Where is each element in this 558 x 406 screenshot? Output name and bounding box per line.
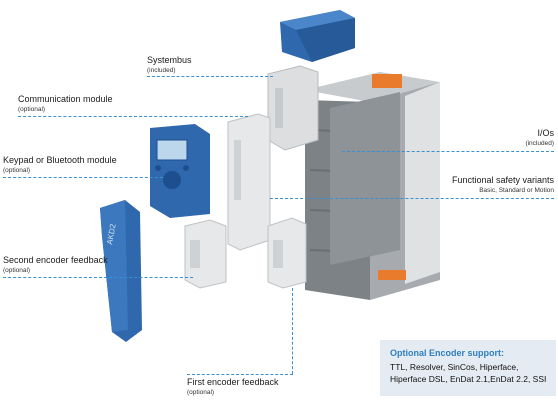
label-ios: I/Os <box>537 128 554 138</box>
label-functional-safety-note: Basic, Standard or Motion <box>479 187 554 194</box>
leader-keypad <box>3 177 163 178</box>
encoder-support-line-2: Hiperface DSL, EnDat 2.1,EnDat 2.2, SSI <box>390 374 547 384</box>
leader-first-encoder-vertical <box>292 288 293 374</box>
label-systembus: Systembus <box>147 55 192 65</box>
keypad-part <box>150 124 210 218</box>
label-communication-module: Communication module <box>18 94 113 104</box>
leader-functional-safety <box>270 198 554 199</box>
label-first-encoder-note: (optional) <box>187 389 215 396</box>
leader-systembus <box>147 76 273 77</box>
label-first-encoder: First encoder feedback <box>187 377 279 387</box>
label-keypad: Keypad or Bluetooth module <box>3 155 117 165</box>
label-second-encoder: Second encoder feedback <box>3 255 108 265</box>
leader-first-encoder <box>187 374 293 375</box>
systembus-board <box>267 65 319 151</box>
label-communication-module-note: (optional) <box>18 106 46 113</box>
label-keypad-note: (optional) <box>3 167 31 174</box>
top-blue-cover <box>280 10 355 62</box>
main-housing <box>305 72 440 300</box>
encoder-support-box: Optional Encoder support: TTL, Resolver,… <box>380 340 556 396</box>
leader-second-encoder <box>3 277 193 278</box>
leader-ios <box>342 151 554 152</box>
encoder-support-title: Optional Encoder support: <box>390 348 504 358</box>
encoder-support-line-1: TTL, Resolver, SinCos, Hiperface, <box>390 362 519 372</box>
first-encoder-part <box>267 217 307 289</box>
communication-module-part <box>227 113 271 251</box>
second-encoder-part <box>184 219 227 289</box>
leader-communication-module <box>18 116 248 117</box>
front-blue-cover: AKD2 <box>100 200 142 342</box>
label-systembus-note: (included) <box>147 67 176 74</box>
label-functional-safety: Functional safety variants <box>451 175 554 185</box>
cover-logo: AKD2 <box>105 223 118 246</box>
label-ios-note: (included) <box>525 140 554 147</box>
label-second-encoder-note: (optional) <box>3 267 31 274</box>
